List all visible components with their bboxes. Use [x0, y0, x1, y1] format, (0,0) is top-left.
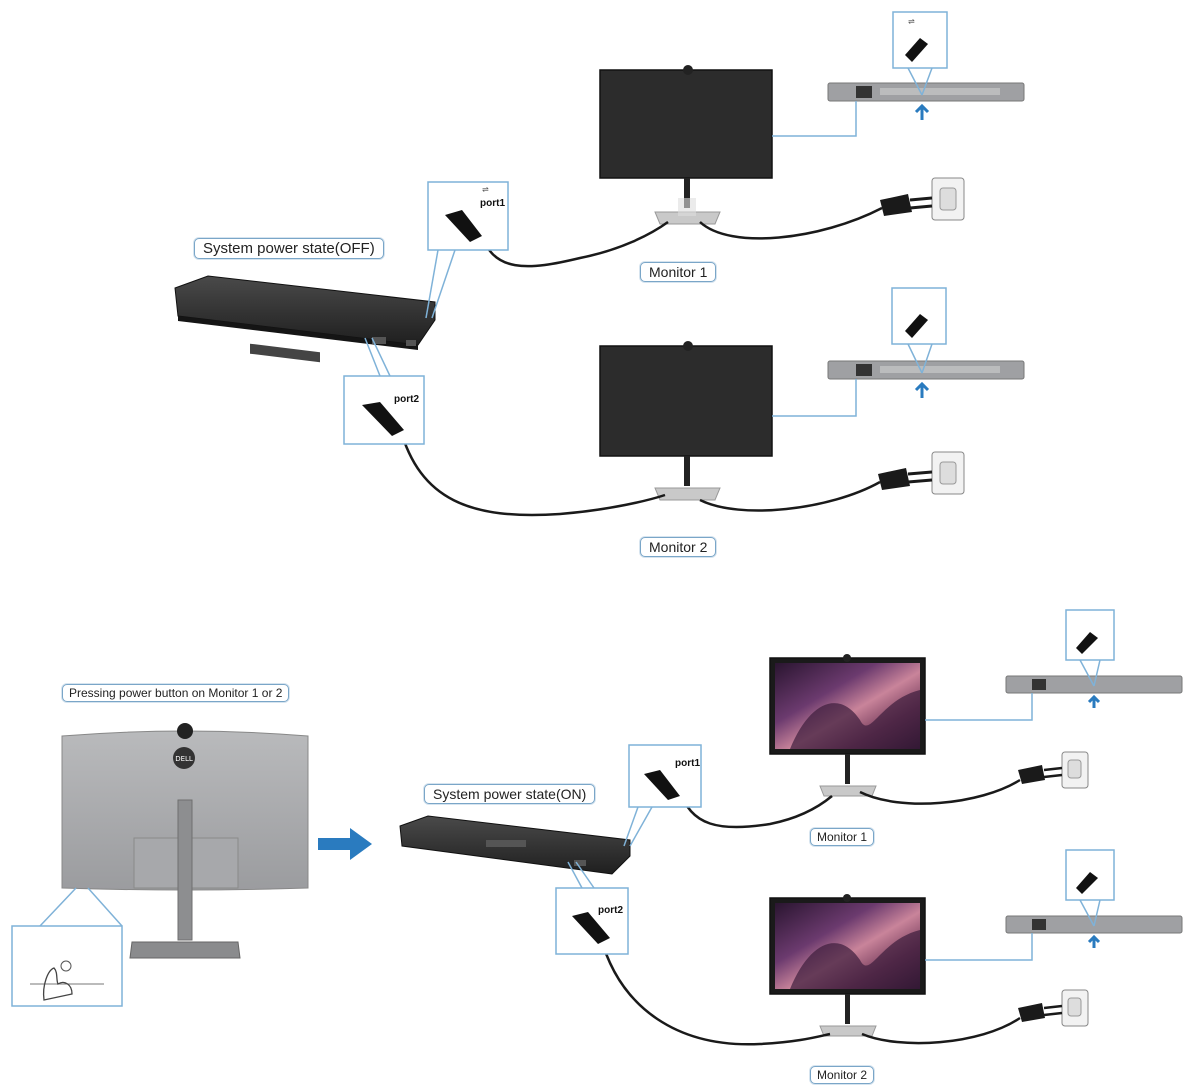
- webcam-icon: [683, 65, 693, 75]
- wall-outlet-icon: [1067, 759, 1082, 779]
- up-arrow-icon: [914, 103, 930, 120]
- instruction-label: Pressing power button on Monitor 1 or 2: [62, 684, 290, 702]
- wall-outlet-4: [1018, 989, 1089, 1027]
- webcam-icon: [683, 341, 693, 351]
- port1-label-top: port1: [480, 198, 505, 209]
- webcam-icon: [843, 894, 851, 902]
- wall-outlet-3: [1018, 751, 1089, 789]
- wall-outlet-icon: [1067, 997, 1082, 1017]
- port2-label-bottom: port2: [598, 905, 623, 916]
- usb-c-plug-icon: [1076, 632, 1098, 654]
- power-plug-icon: [880, 194, 912, 216]
- monitor-1-label-bottom: Monitor 1: [810, 828, 875, 846]
- wall-outlet-icon: [939, 187, 957, 211]
- usb-c-plug-icon: [445, 210, 482, 242]
- system-power-state-on-label: System power state(ON): [424, 784, 596, 804]
- power-plug-icon: [878, 468, 910, 490]
- monitor-rear-view: DELL: [61, 723, 309, 959]
- monitor-1-on: [769, 654, 926, 797]
- monitor-1-label-top: Monitor 1: [640, 262, 717, 282]
- up-arrow-icon: [1087, 934, 1101, 948]
- monitor-2-port-panel: [772, 287, 1025, 417]
- svg-text:DELL: DELL: [175, 755, 193, 763]
- monitor-1-port-panel: ⇌: [772, 11, 1025, 137]
- monitor-2-label-top: Monitor 2: [640, 537, 717, 557]
- wall-outlet-1: [880, 177, 965, 221]
- port1-label-bottom: port1: [675, 758, 700, 769]
- port1-callout-bottom: [623, 744, 702, 847]
- power-plug-icon: [1018, 1003, 1045, 1022]
- dock-off: [174, 275, 436, 363]
- monitor-1-on-port-panel: [925, 609, 1183, 721]
- dock-on: [399, 815, 631, 875]
- monitor-2-on-port-panel: [925, 849, 1183, 961]
- up-arrow-icon: [914, 381, 930, 398]
- power-button-callout: [11, 887, 123, 1007]
- monitor-2-off: [599, 341, 773, 501]
- port2-label-top: port2: [394, 394, 419, 405]
- bottom-section: DELL: [11, 609, 1183, 1046]
- port2-callout-bottom: [555, 861, 629, 955]
- hand-press-icon: [42, 967, 73, 1001]
- usb-icon: ⇌: [908, 17, 915, 26]
- port2-callout-top: [343, 337, 425, 445]
- right-arrow-icon: [318, 828, 372, 860]
- system-power-state-off-label: System power state(OFF): [194, 238, 384, 259]
- power-button-icon: [60, 960, 72, 972]
- usb-c-plug-icon: [905, 314, 928, 338]
- monitor-1-off: [599, 65, 773, 225]
- webcam-icon: [177, 723, 193, 739]
- usb-c-plug-icon: [644, 770, 680, 800]
- webcam-icon: [843, 654, 851, 662]
- top-section: ⇌ ⇌: [174, 11, 1025, 517]
- usb-c-plug-icon: [905, 38, 928, 62]
- monitor-2-on: [769, 894, 926, 1037]
- port1-callout-top: ⇌: [425, 181, 509, 319]
- up-arrow-icon: [1087, 694, 1101, 708]
- usb-c-plug-icon: [572, 912, 610, 944]
- monitor-2-label-bottom: Monitor 2: [810, 1066, 875, 1084]
- wall-outlet-icon: [939, 461, 957, 485]
- wall-outlet-2: [878, 451, 965, 495]
- dell-logo-icon: [173, 747, 195, 769]
- power-plug-icon: [1018, 765, 1045, 784]
- usb-c-plug-icon: [1076, 872, 1098, 894]
- usb-icon: ⇌: [482, 185, 489, 194]
- usb-c-plug-icon: [362, 402, 404, 436]
